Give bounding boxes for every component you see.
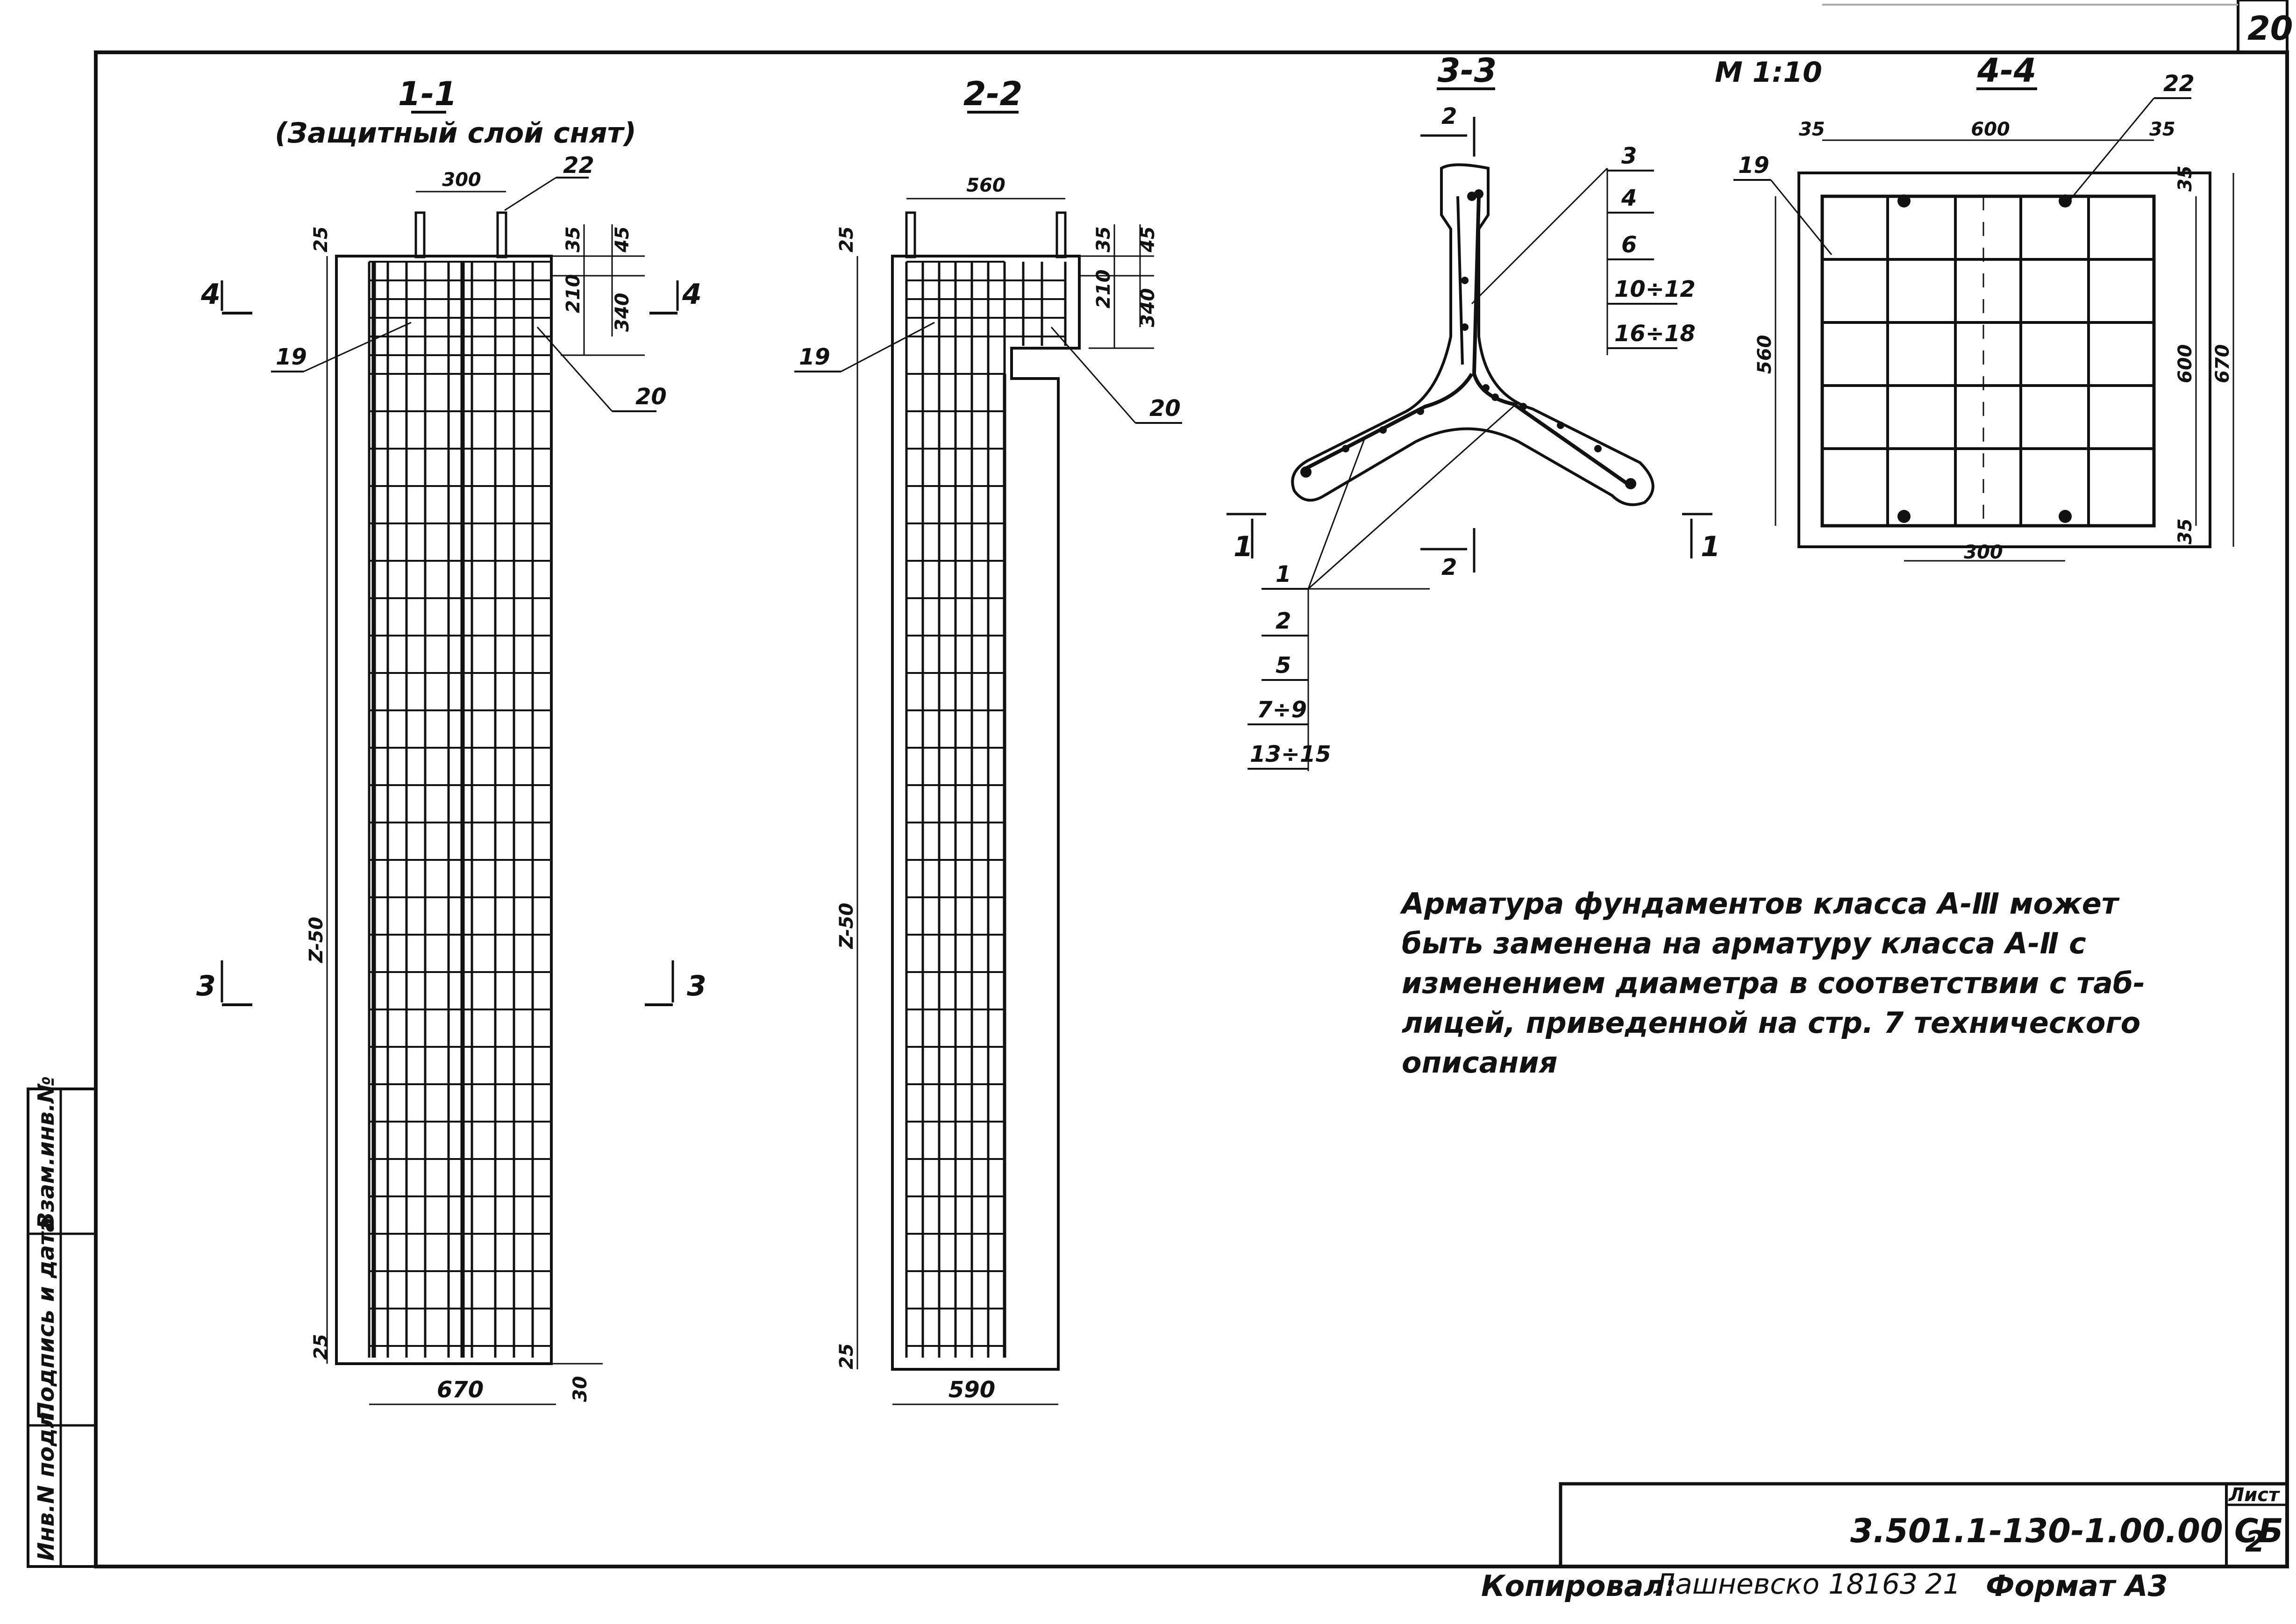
rebar-dots-3-3 — [1300, 189, 1636, 489]
dim-1-1-25-top: 25 — [310, 226, 332, 252]
dim-2-2-340: 340 — [1137, 288, 1159, 328]
section-4-4: 4-4 35 600 35 560 600 670 35 35 300 19 2… — [1733, 51, 2234, 563]
copied-extra: 21 — [1925, 1568, 1961, 1601]
section-2-2: 2-2 560 25 35 45 210 340 Z-50 25 590 19 … — [794, 75, 1182, 1405]
dim-4-4-35-right: 35 — [2149, 119, 2175, 140]
marks-stack-upper: 3 4 6 10÷12 16÷18 — [1607, 143, 1696, 349]
stamp-signature-date: Подпись и дата — [33, 1217, 59, 1421]
mark-1-right: 1 — [1701, 530, 1720, 563]
sheet-corner-number: 20 — [2247, 9, 2293, 48]
scale-label: М 1:10 — [1715, 56, 1822, 89]
dim-2-2-590: 590 — [948, 1377, 995, 1403]
dim-4-4-560: 560 — [1754, 335, 1775, 374]
dim-2-2-210: 210 — [1093, 270, 1114, 309]
dim-4-4-670: 670 — [2212, 344, 2233, 384]
note-line-1: Арматура фундаментов класса А-Ⅲ может — [1399, 887, 2120, 921]
dim-2-2-25-top: 25 — [836, 226, 857, 252]
callout-19-s22: 19 — [799, 344, 830, 370]
mark-1-left: 1 — [1234, 530, 1253, 563]
footer: Копировал: Лашневско 18163 21 Формат А3 — [1481, 1568, 2168, 1603]
copied-label: Копировал: — [1481, 1569, 1676, 1603]
note-line-3: изменением диаметра в соответствии с таб… — [1402, 966, 2145, 1000]
callout-20-s11: 20 — [635, 384, 667, 410]
section-1-1-title: 1-1 — [398, 75, 457, 113]
side-stamp: Инв.N подл. Подпись и дата Взам.инв.№ — [27, 1076, 97, 1568]
mark-upper-1: 3 — [1621, 143, 1637, 169]
dim-4-4-300: 300 — [1964, 542, 2003, 563]
sheet-number: 2 — [2245, 1524, 2265, 1559]
dim-1-1-300: 300 — [442, 169, 481, 191]
section-3-3-title: 3-3 — [1438, 51, 1497, 90]
general-note: Арматура фундаментов класса А-Ⅲ может бы… — [1399, 887, 2145, 1080]
dim-4-4-35-bottom: 35 — [2175, 518, 2196, 544]
callout-19-s11: 19 — [276, 344, 307, 370]
mark-lower-4: 7÷9 — [1257, 697, 1307, 723]
dim-4-4-600-right: 600 — [2175, 344, 2196, 384]
marks-stack-lower: 1 2 5 7÷9 13÷15 — [1248, 561, 1331, 770]
dim-4-4-35-top: 35 — [2175, 165, 2196, 192]
stamp-vzam-inv: Взам.инв.№ — [33, 1076, 59, 1230]
callout-20-s22: 20 — [1149, 395, 1181, 422]
dim-1-1-height: Z-50 — [306, 917, 327, 964]
dim-1-1-45: 45 — [612, 226, 633, 253]
mark-upper-4: 10÷12 — [1614, 276, 1696, 302]
dim-1-1-30: 30 — [570, 1376, 591, 1402]
mark-lower-2: 2 — [1276, 608, 1291, 634]
callout-22-s44: 22 — [2163, 71, 2195, 97]
title-block: 3.501.1-130-1.00.00 СБ Лист 2 — [1559, 1482, 2289, 1568]
section-2-2-title: 2-2 — [963, 75, 1022, 113]
dim-1-1-35: 35 — [563, 226, 584, 252]
dim-2-2-height: Z-50 — [836, 903, 857, 950]
reinforcement-cage-1-1 — [368, 261, 553, 1358]
callout-22-s11: 22 — [563, 152, 594, 179]
dim-2-2-45: 45 — [1137, 226, 1159, 253]
note-line-2: быть заменена на арматуру класса А-Ⅱ с — [1402, 926, 2086, 960]
dim-4-4-600-top: 600 — [1971, 119, 2010, 140]
dim-1-1-210: 210 — [563, 274, 584, 314]
section-3-3: 3-3 М 1:10 2 2 1 1 3 4 — [1226, 51, 1822, 771]
format-label: Формат А3 — [1986, 1569, 2168, 1603]
callout-19-s44: 19 — [1738, 152, 1769, 179]
sheet-frame: 20 — [94, 0, 2293, 1568]
mark-lower-1: 1 — [1276, 561, 1291, 587]
section-4-4-title: 4-4 — [1977, 51, 2036, 90]
dim-1-1-340: 340 — [612, 293, 633, 332]
mark-lower-5: 13÷15 — [1250, 741, 1331, 767]
mesh-4-4 — [1822, 196, 2154, 526]
mark-2-bottom: 2 — [1441, 554, 1457, 580]
reinforcement-cage-2-2 — [905, 261, 1067, 1358]
note-line-4: лицей, приведенной на стр. 7 техническог… — [1402, 1006, 2140, 1040]
mark-upper-2: 4 — [1621, 185, 1637, 211]
dim-4-4-35-left: 35 — [1799, 119, 1825, 140]
mark-3-right: 3 — [687, 970, 706, 1002]
mark-lower-3: 5 — [1276, 652, 1291, 679]
sheet-label: Лист — [2228, 1484, 2281, 1506]
drawing-designation: 3.501.1-130-1.00.00 СБ — [1850, 1512, 2283, 1550]
dim-1-1-25-bottom: 25 — [310, 1334, 332, 1360]
stamp-inv-podl: Инв.N подл. — [33, 1403, 59, 1561]
dim-1-1-670: 670 — [437, 1377, 484, 1403]
dim-2-2-25-bottom: 25 — [836, 1343, 857, 1369]
section-1-1: 1-1 (Защитный слой снят) 300 25 35 45 21… — [196, 75, 706, 1405]
mark-4-left: 4 — [200, 278, 221, 311]
mark-upper-5: 16÷18 — [1614, 321, 1696, 347]
mark-3-left: 3 — [196, 970, 216, 1002]
dim-2-2-35: 35 — [1093, 226, 1114, 252]
mark-upper-3: 6 — [1621, 232, 1637, 258]
dim-2-2-560: 560 — [966, 175, 1005, 196]
copied-signature: Лашневско 18163 — [1653, 1568, 1918, 1601]
mark-2-top: 2 — [1441, 103, 1457, 129]
note-line-5: описания — [1402, 1045, 1558, 1080]
section-1-1-subtitle: (Защитный слой снят) — [275, 117, 636, 150]
mark-4-right: 4 — [682, 278, 702, 311]
